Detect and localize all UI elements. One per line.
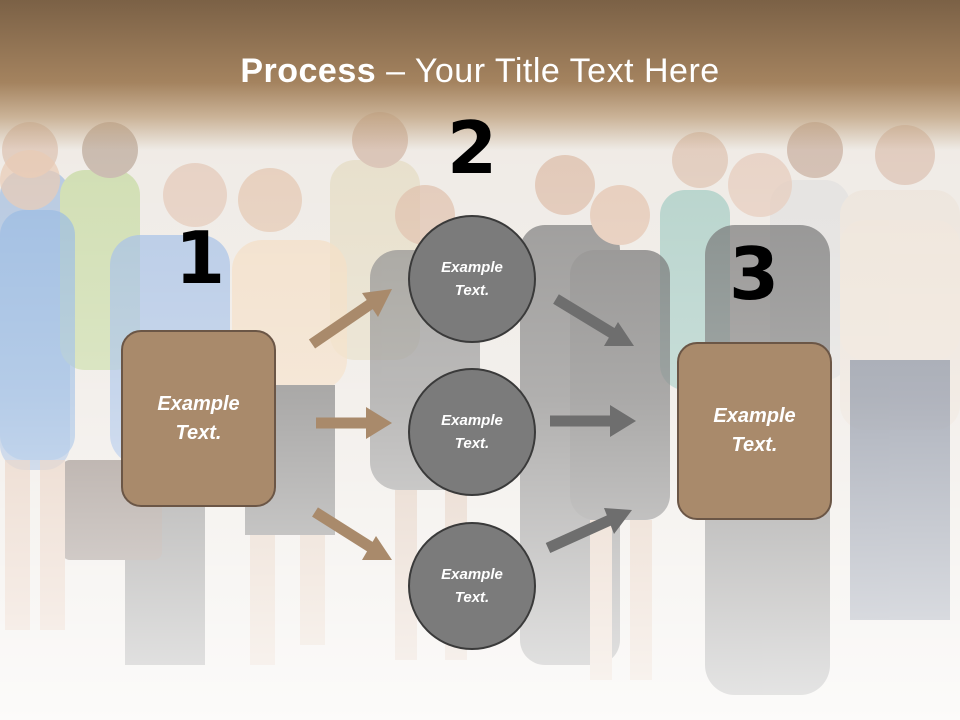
circle-middle-line2: Text. bbox=[454, 435, 490, 452]
step-number-2: 2 bbox=[446, 106, 498, 190]
step-number-3: 3 bbox=[728, 232, 780, 316]
step-number-1: 1 bbox=[174, 216, 226, 300]
step-3-line2: Text. bbox=[731, 434, 778, 456]
title-rest: – Your Title Text Here bbox=[376, 52, 720, 90]
circle-bottom-line2: Text. bbox=[454, 589, 490, 606]
step-3-line1: Example bbox=[713, 405, 796, 427]
title-band bbox=[0, 0, 960, 150]
circle-bottom-line1: Example bbox=[441, 566, 503, 583]
circle-middle-line1: Example bbox=[441, 412, 503, 429]
circle-top-line1: Example bbox=[441, 259, 503, 276]
step-1-line1: Example bbox=[157, 392, 240, 415]
step-1-line2: Text. bbox=[175, 421, 222, 444]
circle-top-line2: Text. bbox=[454, 282, 490, 299]
page-title: Process – Your Title Text Here bbox=[0, 52, 960, 91]
title-bold: Process bbox=[240, 52, 377, 90]
